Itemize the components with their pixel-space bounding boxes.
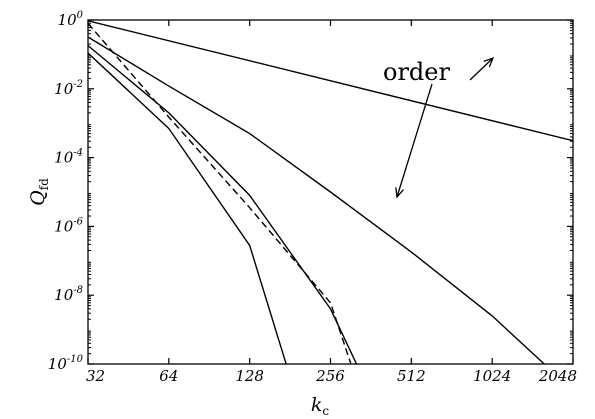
y-tick-exponent: -8 <box>73 285 83 296</box>
annotation-label: order <box>383 58 450 86</box>
y-axis-label: Qfd <box>27 178 51 206</box>
series-line-4 <box>88 52 287 364</box>
y-tick-base: 10 <box>54 217 74 235</box>
y-tick-base: 10 <box>48 355 68 373</box>
y-tick-label: 100 <box>58 10 84 29</box>
y-tick-label: 10-6 <box>54 216 83 235</box>
y-tick-base: 10 <box>54 149 74 167</box>
y-tick-label: 10-4 <box>54 148 83 167</box>
x-tick-label: 128 <box>235 367 264 385</box>
x-axis-label-sub: c <box>322 404 329 418</box>
x-tick-label: 2048 <box>538 367 577 385</box>
arrow-down-left <box>397 83 433 197</box>
series-line-1 <box>88 20 573 142</box>
y-tick-base: 10 <box>54 80 74 98</box>
x-tick-label: 64 <box>159 367 178 385</box>
y-axis-label-main: Q <box>27 190 49 206</box>
y-tick-exponent: 0 <box>77 10 84 21</box>
arrow-up-right <box>469 58 493 81</box>
y-tick-base: 10 <box>58 11 78 29</box>
y-tick-exponent: -4 <box>73 148 83 159</box>
y-tick-label: 10-8 <box>54 285 83 304</box>
annotation-layer: order <box>383 58 493 197</box>
series-layer <box>88 20 573 364</box>
y-tick-exponent: -2 <box>73 79 83 90</box>
series-line-5 <box>88 22 352 364</box>
y-tick-base: 10 <box>54 286 74 304</box>
x-tick-label: 512 <box>397 367 426 385</box>
y-tick-exponent: -6 <box>73 216 83 227</box>
x-tick-label: 32 <box>86 367 105 385</box>
y-axis-label-sub: fd <box>37 178 51 190</box>
y-tick-exponent: -10 <box>67 354 84 365</box>
y-tick-label: 10-10 <box>48 354 84 373</box>
x-axis-label: kc <box>311 394 330 418</box>
series-line-2 <box>88 36 545 364</box>
plot-frame <box>87 19 574 365</box>
x-axis-label-main: k <box>311 394 323 416</box>
y-tick-label: 10-2 <box>54 79 83 98</box>
series-line-3 <box>88 45 358 364</box>
x-tick-label: 256 <box>315 367 345 385</box>
x-tick-label: 1024 <box>473 367 511 385</box>
